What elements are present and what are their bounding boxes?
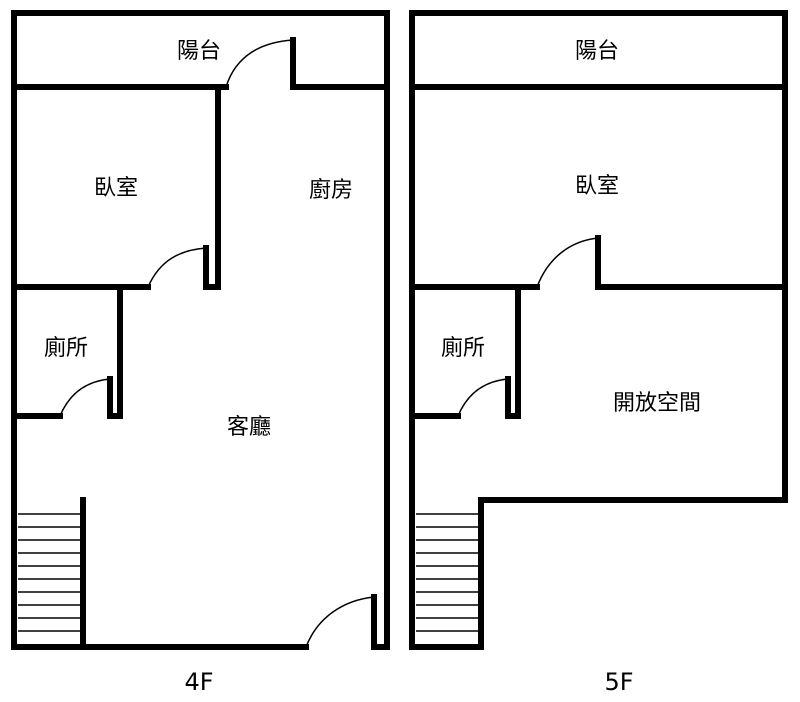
4f-staircase	[18, 513, 80, 632]
5f-staircase	[416, 513, 478, 632]
5f-floor-label: 5F	[604, 668, 633, 696]
floor-4f-plan: 陽台 臥室 廚房 廁所 客廳 4F	[11, 10, 390, 696]
4f-toilet-door-jamb	[107, 376, 123, 419]
4f-bedroom-door-jamb	[203, 245, 221, 290]
5f-bedroom-door-swing	[536, 237, 599, 288]
5f-bedroom-label: 臥室	[575, 174, 619, 199]
4f-toilet-label: 廁所	[44, 336, 88, 361]
floor-5f-plan: 陽台 臥室 廁所 開放空間 5F	[409, 10, 788, 696]
5f-toilet-door-jamb	[505, 376, 521, 419]
5f-open-space-label: 開放空間	[613, 391, 701, 416]
4f-bedroom-label: 臥室	[94, 176, 138, 201]
4f-living-room-label: 客廳	[227, 415, 271, 440]
4f-entrance-door-swing	[305, 596, 375, 648]
5f-balcony-label: 陽台	[575, 39, 619, 64]
4f-kitchen-label: 廚房	[309, 178, 353, 203]
4f-floor-label: 4F	[184, 668, 213, 696]
4f-toilet-door-swing	[59, 378, 111, 417]
4f-bedroom-door-swing	[147, 247, 207, 288]
5f-toilet-label: 廁所	[441, 336, 485, 361]
4f-outer-wall	[11, 10, 390, 650]
5f-toilet-door-swing	[457, 378, 509, 417]
5f-outer-wall	[409, 10, 788, 650]
4f-balcony-label: 陽台	[177, 39, 221, 64]
4f-balcony-door-swing	[225, 39, 294, 88]
